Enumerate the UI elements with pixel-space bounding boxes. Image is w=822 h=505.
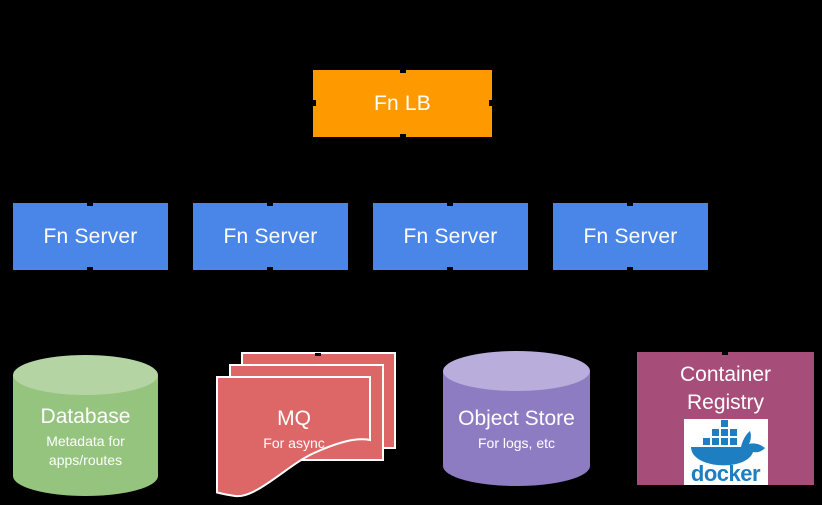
- node-fn-server-1: Fn Server: [13, 203, 168, 270]
- database-title: Database: [40, 405, 131, 428]
- fn-server-label: Fn Server: [223, 224, 318, 248]
- object-store-subtitle: For logs, etc: [477, 435, 556, 451]
- mq-pages-icon: [216, 352, 396, 498]
- node-fn-server-4: Fn Server: [553, 203, 708, 270]
- connector-mark-server3-top: [447, 203, 453, 206]
- node-container-registry: Container Registry docker: [637, 352, 814, 485]
- object-store-cylinder-icon: [443, 351, 590, 486]
- connector-mark-mq-top: [315, 353, 321, 356]
- object-store-title: Object Store: [458, 407, 575, 430]
- connector-mark-server4-top: [627, 203, 633, 206]
- connector-mark-server1-bottom: [87, 267, 93, 270]
- mq-subtitle: For async: [263, 435, 325, 451]
- node-fn-server-3: Fn Server: [373, 203, 528, 270]
- connector-mark-server1-top: [87, 203, 93, 206]
- mq-text: MQ For async: [217, 380, 371, 480]
- docker-wordmark: docker: [690, 461, 761, 485]
- connector-mark-lb-top: [400, 70, 406, 73]
- mq-title: MQ: [277, 407, 311, 430]
- docker-whale-icon: [690, 420, 765, 466]
- connector-mark-lb-bottom: [400, 134, 406, 137]
- fn-lb-label: Fn LB: [373, 91, 432, 115]
- connector-mark-server4-bottom: [627, 267, 633, 270]
- docker-logo: docker: [683, 419, 768, 485]
- node-fn-server-2: Fn Server: [193, 203, 348, 270]
- object-store-text: Object Store For logs, etc: [443, 351, 590, 486]
- node-object-store: Object Store For logs, etc: [443, 351, 590, 486]
- connector-mark-server2-top: [267, 203, 273, 206]
- fn-server-label: Fn Server: [43, 224, 138, 248]
- connector-mark-server2-bottom: [267, 267, 273, 270]
- connector-mark-registry-top: [722, 352, 728, 355]
- node-mq: MQ For async: [216, 352, 398, 502]
- container-registry-title: Container Registry: [679, 363, 772, 414]
- connector-mark-lb-right: [489, 100, 492, 106]
- fn-server-label: Fn Server: [403, 224, 498, 248]
- connector-mark-server3-bottom: [447, 267, 453, 270]
- database-cylinder-icon: [13, 355, 158, 496]
- fn-server-label: Fn Server: [583, 224, 678, 248]
- node-fn-lb: Fn LB: [313, 70, 492, 137]
- connector-mark-lb-left: [313, 100, 316, 106]
